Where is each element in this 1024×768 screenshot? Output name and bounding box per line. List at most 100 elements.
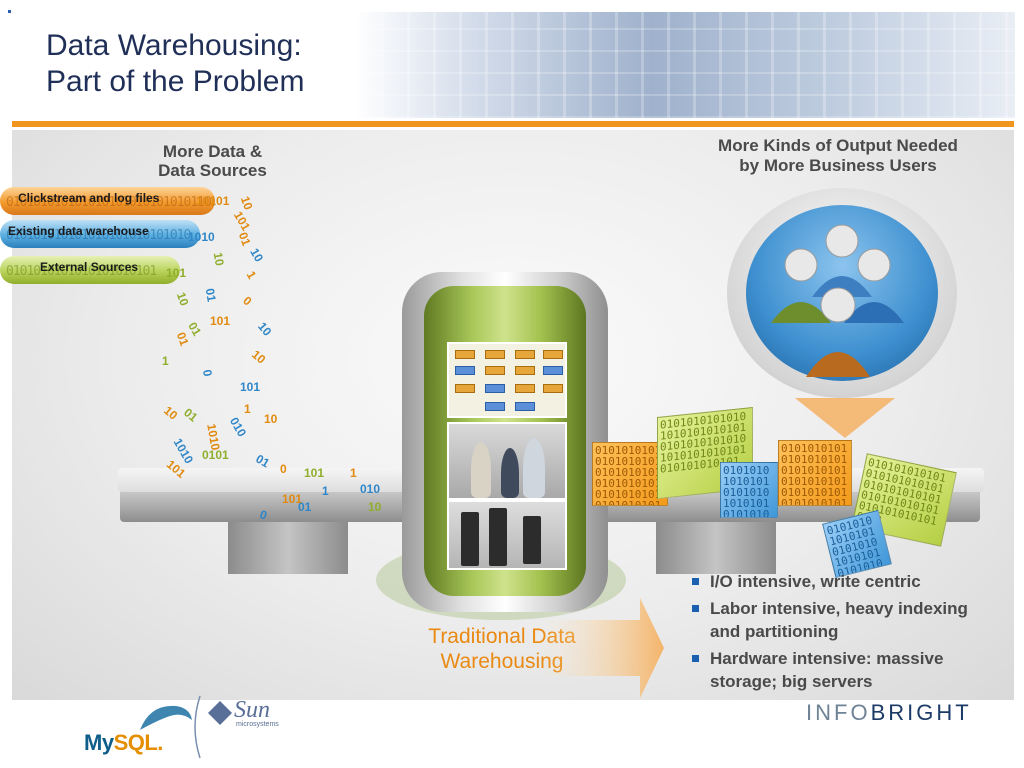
right-heading-line-2: by More Business Users [739, 156, 937, 175]
left-heading: More Data & Data Sources [140, 142, 285, 180]
diagram-node [455, 366, 475, 375]
bullet-text: Hardware intensive: massive storage; big… [710, 649, 944, 691]
diagram-node [515, 366, 535, 375]
diagram-node [485, 350, 505, 359]
flying-bit: 01 [235, 230, 254, 248]
sun-wordmark: Sun [234, 697, 270, 723]
logo-separator-arc [194, 695, 201, 759]
flying-bit: 010 [360, 482, 381, 496]
flying-bit: 101 [210, 314, 231, 328]
flying-bit: 0 [280, 462, 287, 476]
office-workers-photo [447, 422, 567, 500]
flying-bit: 1 [162, 354, 169, 368]
server-rack [523, 516, 541, 564]
flying-bit: 10 [161, 403, 181, 423]
flying-bit: 101 [166, 266, 187, 280]
left-heading-line-1: More Data & [162, 142, 263, 161]
bullet-text: Labor intensive, heavy indexing and part… [710, 599, 968, 641]
bullet-square-icon [692, 605, 699, 612]
diagram-node [485, 384, 505, 393]
users-group-icon [771, 224, 904, 377]
diagram-node [485, 402, 505, 411]
flying-bit: 01 [181, 405, 201, 425]
flying-bit: 10101 [196, 194, 230, 208]
problem-bullet-list: I/O intensive, write centric Labor inten… [692, 570, 1002, 697]
infobright-logo: INFOBRIGHT [806, 700, 972, 726]
center-label-line-1: Traditional Data [428, 625, 576, 648]
diagram-node [543, 350, 563, 359]
left-heading-line-2: Data Sources [158, 161, 267, 180]
flying-bit: 10 [255, 319, 275, 339]
title-divider [12, 121, 1014, 127]
title-line-2: Part of the Problem [46, 65, 305, 98]
flying-bit: 101 [282, 492, 303, 506]
flying-bit: 10 [247, 245, 267, 265]
flying-bit: 10 [210, 251, 227, 267]
server-room-photo [447, 500, 567, 570]
flying-bit: 1010 [188, 230, 215, 244]
photo-person [523, 438, 545, 498]
diagram-node [485, 366, 505, 375]
flying-bit: 10 [249, 347, 269, 367]
photo-person [501, 448, 519, 498]
bullet-item: Hardware intensive: massive storage; big… [692, 647, 1002, 693]
flying-bit: 10 [173, 290, 192, 308]
mysql-wordmark-sql: SQL. [113, 730, 164, 755]
bullet-text: I/O intensive, write centric [710, 572, 921, 591]
source-tube-clickstream: 0101010101010101010101010101101 Clickstr… [0, 187, 215, 215]
header-banner-image [355, 12, 1015, 118]
dolphin-icon [140, 705, 192, 730]
diagram-node [543, 366, 563, 375]
server-rack [489, 508, 507, 566]
source-digits: 0101010101010101010101010101101 [6, 195, 215, 210]
flying-bit: 0 [257, 507, 269, 523]
right-heading-line-1: More Kinds of Output Needed [718, 136, 958, 155]
mysql-wordmark: MySQL. [84, 730, 163, 756]
infobright-wordmark-info: INFO [806, 700, 871, 725]
source-tube-external: 0101010101010101010101 External Sources [0, 256, 180, 284]
mysql-wordmark-my: My [84, 730, 114, 755]
etl-diagram-image [447, 342, 567, 418]
source-label-external: External Sources [40, 260, 139, 274]
flying-bit: 01 [298, 500, 312, 514]
bullet-item: I/O intensive, write centric [692, 570, 1002, 593]
diagram-node [515, 402, 535, 411]
right-heading: More Kinds of Output Needed by More Busi… [688, 136, 988, 176]
flying-bit: 10 [368, 500, 382, 514]
bullet-square-icon [692, 578, 699, 585]
flying-bit: 0 [199, 368, 215, 378]
flying-bit: 0 [240, 293, 255, 309]
center-label-line-2: Warehousing [440, 650, 564, 673]
bullet-item: Labor intensive, heavy indexing and part… [692, 597, 1002, 643]
center-label: Traditional Data Warehousing [400, 624, 604, 674]
output-cube: 0101010101010101010101010101010101010101… [592, 442, 668, 506]
mysql-logo: MySQL. [84, 700, 204, 760]
flying-bit: 0101 [202, 448, 229, 462]
flying-bit: 01 [253, 451, 272, 471]
diagram-node [515, 350, 535, 359]
corner-dot [8, 10, 11, 13]
flying-bit: 101 [304, 466, 325, 480]
diagram-node [543, 384, 563, 393]
flying-bit: 1 [350, 466, 357, 480]
flying-bit: 1 [322, 484, 329, 498]
diagram-node [455, 350, 475, 359]
source-tube-existing-warehouse: 010101010101010101010101010 Existing dat… [0, 220, 200, 248]
output-cube: 0101010101010101010101010101010101010101… [778, 440, 852, 506]
flying-bit: 101 [230, 208, 254, 234]
source-digits: 010101010101010101010101010 [6, 228, 191, 243]
flying-bit: 1 [243, 268, 260, 282]
infobright-wordmark-bright: BRIGHT [870, 700, 972, 725]
output-cube: 0101010101010101010101010101010101010101… [720, 462, 778, 518]
conveyor-support-left [228, 516, 348, 574]
diagram-node [455, 384, 475, 393]
sun-diamond-icon [208, 701, 232, 725]
title-line-1: Data Warehousing: [46, 29, 302, 62]
source-label-clickstream: Clickstream and log files [18, 191, 160, 205]
conveyor-support-right [656, 516, 776, 574]
source-label-existing-warehouse: Existing data warehouse [8, 224, 149, 238]
diagram-node [515, 384, 535, 393]
flying-bit: 101 [240, 380, 261, 394]
photo-person [471, 442, 491, 498]
